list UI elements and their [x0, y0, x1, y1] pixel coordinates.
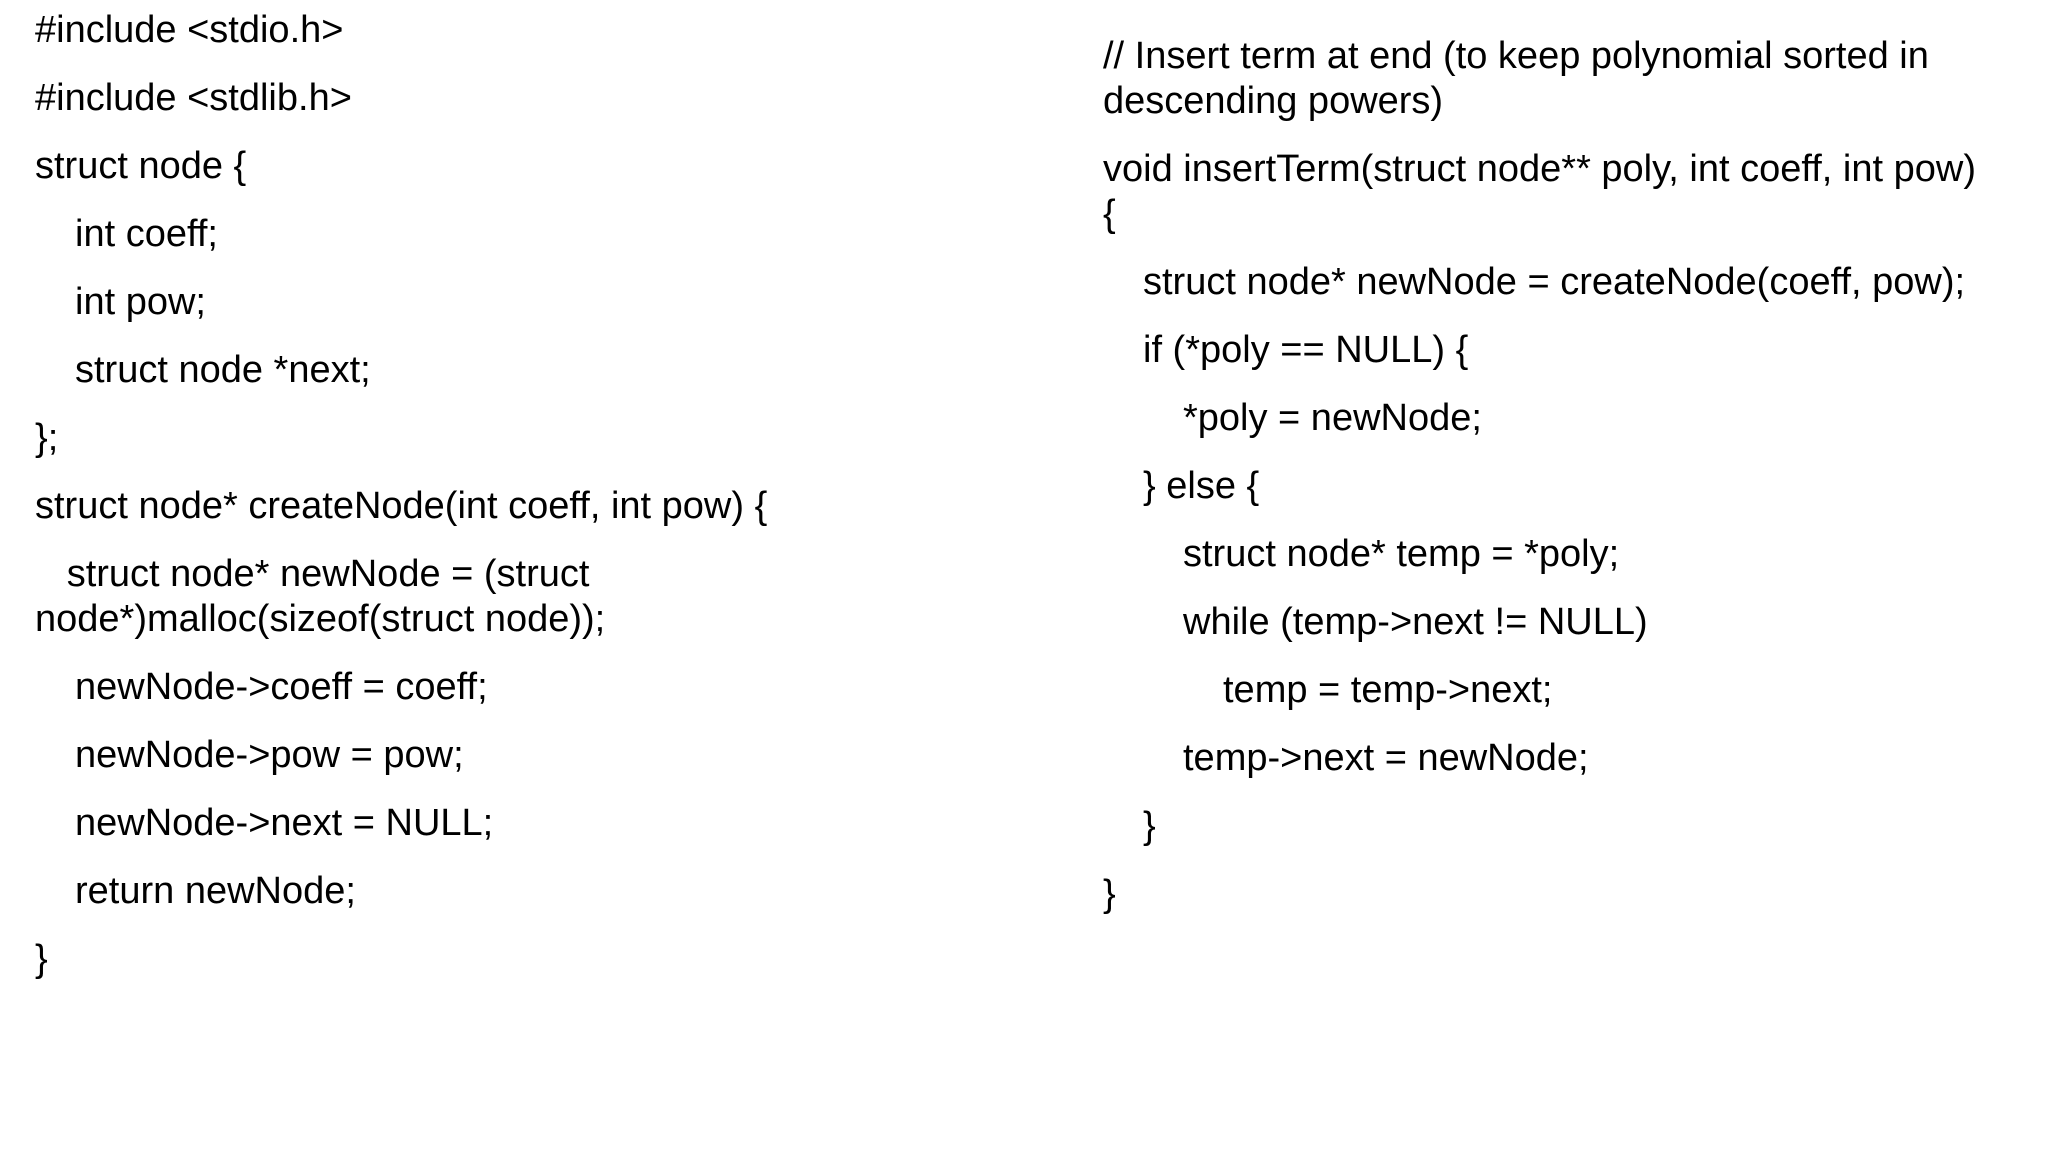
code-line: temp->next = newNode; — [1183, 737, 1589, 779]
code-line: struct node *next; — [75, 349, 371, 391]
code-line: newNode->pow = pow; — [75, 734, 464, 776]
code-line: temp = temp->next; — [1223, 669, 1553, 711]
code-line: return newNode; — [75, 870, 356, 912]
code-line: struct node { — [35, 145, 247, 187]
code-line: int coeff; — [75, 213, 218, 255]
code-line: } — [35, 938, 48, 980]
code-line: }; — [35, 417, 59, 459]
code-line: int pow; — [75, 281, 206, 323]
code-line-part: descending powers) — [1103, 80, 1444, 122]
code-line-wrapped: void insertTerm(struct node** poly, int … — [1103, 147, 2043, 237]
code-line: #include <stdlib.h> — [35, 77, 352, 119]
left-code-column: #include <stdio.h> #include <stdlib.h> s… — [35, 8, 1035, 1005]
code-line: #include <stdio.h> — [35, 9, 344, 51]
code-line-part: void insertTerm(struct node** poly, int … — [1103, 148, 1976, 190]
code-line: newNode->coeff = coeff; — [75, 666, 488, 708]
code-line: *poly = newNode; — [1183, 397, 1482, 439]
right-code-column: // Insert term at end (to keep polynomia… — [1103, 34, 2043, 940]
code-line: while (temp->next != NULL) — [1183, 601, 1648, 643]
code-line-part: struct node* newNode = (struct — [35, 553, 590, 595]
code-line: struct node* newNode = createNode(coeff,… — [1143, 261, 1966, 303]
code-line-part: // Insert term at end (to keep polynomia… — [1103, 35, 1929, 77]
code-line: newNode->next = NULL; — [75, 802, 494, 844]
code-line-part: { — [1103, 193, 1116, 235]
code-comment: // Insert term at end (to keep polynomia… — [1103, 34, 2043, 124]
code-line: if (*poly == NULL) { — [1143, 329, 1469, 371]
code-line: struct node* temp = *poly; — [1183, 533, 1620, 575]
code-line: } — [1103, 873, 1116, 915]
code-line: } — [1143, 805, 1156, 847]
code-line-part: node*)malloc(sizeof(struct node)); — [35, 598, 606, 640]
code-line: } else { — [1143, 465, 1260, 507]
code-line: struct node* createNode(int coeff, int p… — [35, 485, 768, 527]
